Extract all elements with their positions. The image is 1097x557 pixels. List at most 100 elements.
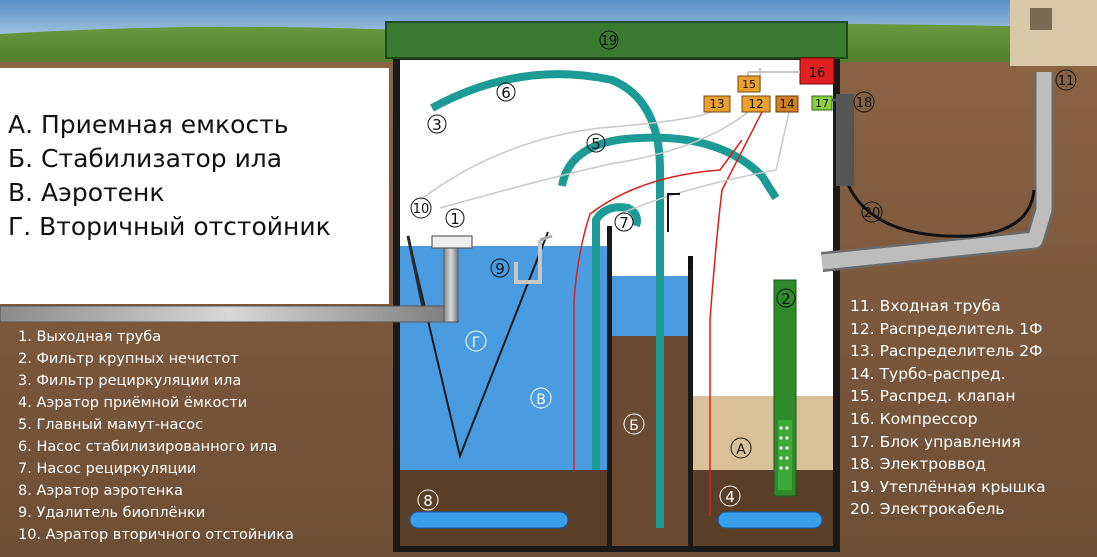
legend-item: 12. Распределитель 1Ф <box>850 319 1043 338</box>
legend-item: 14. Турбо-распред. <box>850 364 1006 383</box>
chamber-v-label: В <box>536 392 546 408</box>
legend-item: 1. Выходная труба <box>18 329 162 345</box>
chamber-b-circle <box>623 413 645 435</box>
marker-11-circle <box>1055 69 1077 91</box>
marker-12: 12 <box>748 97 763 111</box>
marker-1-circle <box>445 208 465 228</box>
legend-item: 6. Насос стабилизированного ила <box>18 439 278 455</box>
marker-15: 15 <box>742 78 756 91</box>
outlet-pipe-riser <box>443 243 459 323</box>
marker-18-circle <box>853 91 875 113</box>
legend-item: 2. Фильтр крупных нечистот <box>18 351 239 367</box>
turbo-distributor <box>775 95 799 113</box>
marker-17: 17 <box>815 97 829 110</box>
chamber-a-label: А <box>736 442 746 458</box>
biofilm-remover <box>514 240 542 284</box>
marker-10: 10 <box>413 202 430 217</box>
legend-item: 7. Насос рециркуляции <box>18 461 197 477</box>
legend-item: 11. Входная труба <box>850 297 1001 315</box>
marker-19-circle <box>599 30 619 50</box>
marker-18: 18 <box>856 96 873 111</box>
aerator-aerotank <box>409 511 569 529</box>
marker-4-circle <box>719 485 741 507</box>
water-stabilizer <box>612 276 688 338</box>
air-tube-2 <box>439 111 749 209</box>
inlet-pipe <box>821 72 1052 270</box>
marker-5-circle <box>586 133 606 153</box>
marker-8: 8 <box>423 492 433 510</box>
legend-item: 17. Блок управления <box>850 432 1021 451</box>
coarse-filter-mesh <box>778 420 792 490</box>
marker-16: 16 <box>809 66 826 81</box>
chamber-g-circle <box>465 330 487 352</box>
air-line-2 <box>709 111 763 516</box>
chamber-g-label: Г <box>472 335 481 351</box>
marker-7-circle <box>614 212 634 232</box>
electric-cable <box>844 179 1036 238</box>
biofilm-remover-tip <box>539 234 553 242</box>
marker-19: 19 <box>601 34 618 49</box>
house-window <box>1030 8 1052 30</box>
section-g: Г. Вторичный отстойник <box>8 212 331 241</box>
chamber-v-circle <box>530 387 552 409</box>
marker-9-circle <box>490 258 510 278</box>
marker-10-circle <box>410 197 432 219</box>
electric-input-post <box>836 94 854 186</box>
marker-20-circle <box>861 201 883 223</box>
small-post <box>688 256 693 270</box>
outlet-pipe-head <box>431 235 473 249</box>
marker-4: 4 <box>725 488 735 506</box>
legend-item: 16. Компрессор <box>850 409 978 428</box>
control-unit <box>811 95 833 111</box>
section-a: А. Приемная емкость <box>8 110 289 139</box>
recirculation-pump <box>592 203 641 470</box>
legend-item: 5. Главный мамут-насос <box>18 417 204 433</box>
compressor <box>799 57 835 85</box>
marker-7: 7 <box>619 214 629 232</box>
legend-item: 15. Распред. клапан <box>850 387 1016 406</box>
house <box>1010 0 1097 66</box>
legend-item: 13. Распределитель 2Ф <box>850 342 1043 361</box>
legend-right: 11. Входная труба 12. Распределитель 1Ф … <box>850 295 1046 521</box>
marker-3: 3 <box>432 116 442 134</box>
partition-2 <box>688 266 693 546</box>
coarse-filter-holes <box>779 426 789 470</box>
markers: 1 2 3 4 5 6 7 8 9 10 11 12 13 14 15 16 1… <box>410 66 1077 511</box>
marker-8-circle <box>417 489 439 511</box>
marker-6-circle <box>496 82 516 102</box>
water-aerotank <box>400 246 608 478</box>
outlet-pipe <box>0 305 459 323</box>
marker-11: 11 <box>1058 74 1075 89</box>
small-pipe <box>667 193 680 232</box>
distributor-2f <box>703 95 731 113</box>
chamber-a-circle <box>730 437 752 459</box>
section-legend: А. Приемная емкость Б. Стабилизатор ила … <box>8 108 331 244</box>
chamber-b-label: Б <box>629 418 639 434</box>
legend-item: 8. Аэратор аэротенка <box>18 483 183 499</box>
insulated-lid <box>385 21 848 59</box>
legend-item: 4. Аэратор приёмной ёмкости <box>18 395 248 411</box>
section-b: Б. Стабилизатор ила <box>8 144 283 173</box>
clarifier-aerator-tube <box>406 235 426 313</box>
legend-item: 19. Утеплённая крышка <box>850 477 1046 496</box>
marker-9: 9 <box>495 260 505 278</box>
marker-6: 6 <box>501 84 511 102</box>
air-line-1 <box>573 139 743 470</box>
sludge-receiving <box>692 470 833 546</box>
air-tube-1 <box>419 109 717 201</box>
distributor-1f <box>741 95 771 113</box>
legend-left: 1. Выходная труба 2. Фильтр крупных нечи… <box>18 326 294 546</box>
legend-item: 20. Электрокабель <box>850 500 1005 519</box>
legend-item: 18. Электроввод <box>850 455 987 474</box>
marker-20: 20 <box>864 206 881 221</box>
legend-item: 9. Удалитель биоплёнки <box>18 505 206 521</box>
section-v: В. Аэротенк <box>8 178 165 207</box>
marker-2-circle <box>776 288 796 308</box>
legend-item: 10. Аэратор вторичного отстойника <box>18 527 294 543</box>
marker-2: 2 <box>781 290 791 308</box>
main-airlift-pump <box>558 133 780 201</box>
marker-13: 13 <box>709 97 724 111</box>
marker-14: 14 <box>779 97 794 111</box>
